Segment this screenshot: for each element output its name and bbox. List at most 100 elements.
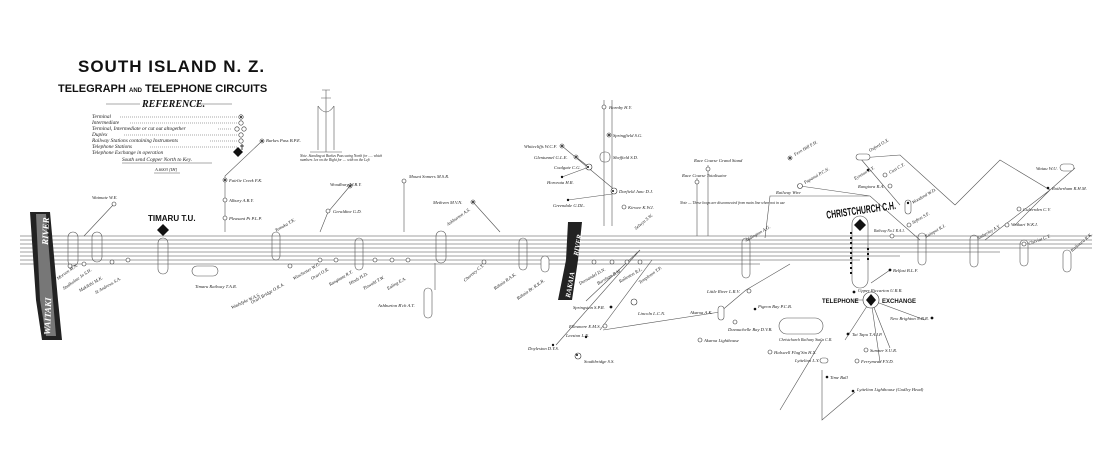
station-timaru-railway: Timaru Railway T.A.R. <box>195 284 237 289</box>
station-time-ball: Time Ball <box>825 375 848 380</box>
pole-note: Note. Standing at Burkes Pass swing Nort… <box>300 154 383 163</box>
station-orari-bridge: Orari Bridge O.R.A. <box>250 263 293 305</box>
station-label: Addington A.G. <box>743 224 771 243</box>
station-label: Rakaia R.A.K. <box>492 272 517 292</box>
railway-symbol-icon <box>238 138 244 144</box>
legend-terminal: Terminal <box>92 114 111 120</box>
cutout-symbol-icon <box>234 126 240 132</box>
station-label: Woodend W.D. <box>911 187 937 205</box>
station-label: Selwyn S.W. <box>633 212 654 230</box>
station-label: Sumner S.U.R. <box>870 348 897 353</box>
legend-railway: Railway Stations containing Instruments <box>91 138 178 144</box>
station-label: Fairlie Creek F.K. <box>228 178 262 183</box>
station-label: Geraldine G.D. <box>333 209 362 214</box>
legend-duplex: Duplex <box>91 132 108 138</box>
station-label: Cust C.T. <box>888 162 905 175</box>
station-race-course-grandstand: Race Course Grand Stand <box>693 158 743 172</box>
station-geraldine: Geraldine G.D. <box>325 208 362 214</box>
station-rakaia: Rakaia R.A.K. <box>492 272 517 292</box>
legend: Terminal Intermediate Terminal, Intermed… <box>91 114 247 174</box>
station-label: Eyreton E.Y. <box>852 165 875 181</box>
station-greendale: Greendale G.DL. <box>553 198 585 208</box>
pole-note-box: Note. Standing at Burkes Pass swing Nort… <box>300 154 383 163</box>
station-glentunnel: Glentunnel G.L.E. <box>534 154 579 160</box>
duplex-symbol-icon <box>238 132 244 138</box>
station-burkes-pass: Burkes Pass B.P.E. <box>259 138 301 144</box>
station-eyreton: Eyreton E.Y. <box>852 165 875 181</box>
station-label: Temuka T.K. <box>274 217 296 233</box>
station-label: Coalgate C.G. <box>554 165 581 170</box>
station-lincoln: Lincoln L.C.N. <box>630 298 665 316</box>
exchange-label: EXCHANGE <box>882 299 916 305</box>
station-lyttelton: Lyttelton L.Y. <box>794 357 829 364</box>
map-title: SOUTH ISLAND N. Z. <box>78 57 265 76</box>
station-springston: Springston S.P.R. <box>573 305 613 310</box>
station-cust: Cust C.T. <box>882 162 905 178</box>
station-label: Woodbury W.B.Y. <box>330 182 362 187</box>
station-label: Burkes Pass B.P.E. <box>266 138 301 143</box>
station-label: Whitecliffs W.C.F. <box>524 144 557 149</box>
station-amberley: Amberley A.Y. <box>975 224 1001 242</box>
station-fern-hill: Fern Hill F.H. <box>787 139 818 161</box>
station-ellesmere: Ellesmere E.M.S. <box>568 323 608 329</box>
station-sheffield: Sheffield S.D. <box>599 151 638 163</box>
map-subtitle-telephone: TELEPHONE CIRCUITS <box>145 83 267 95</box>
station-label: Ealing E.A. <box>385 276 407 291</box>
station-culverden: Culverden C.V. <box>1016 206 1051 212</box>
station-woodbury: Woodbury W.B.Y. <box>330 182 362 189</box>
station-railway-no1: Railway No.1 R.A.1. <box>873 229 905 239</box>
station-rotherham: Rotherham R.H.M. <box>1046 186 1087 191</box>
station-christchurch-railway: Christchurch Railway Stat'n C.R. <box>779 337 832 342</box>
station-new-brighton: New Brighton N.B.R. <box>889 316 934 321</box>
exchange-diamond-icon <box>233 147 243 157</box>
station-springfield: Springfield S.G. <box>606 132 642 138</box>
station-methven: Methven M.V.N. <box>432 199 476 205</box>
station-label: Upper Riccarton U.R.R. <box>858 288 903 293</box>
station-kaikoura: Kaikoura K.K. <box>1069 232 1094 254</box>
station-label: Darfield Junc D.J. <box>618 189 653 194</box>
legend-telephone-stations: Telephone Stations <box>92 144 132 150</box>
map-subtitle-and: AND <box>129 88 143 94</box>
station-southbridge: Southbridge S.S. <box>574 352 615 364</box>
station-woodend: Woodend W.D. <box>904 187 937 215</box>
station-rakaia-bridge: Rakaia Br. R.K.R. <box>515 278 545 301</box>
station-fairlie: Fairlie Creek F.K. <box>222 177 262 183</box>
station-papanui: Papanui P.C.N. <box>797 166 830 189</box>
legend-note: South send Copper North to Key. <box>122 157 192 163</box>
station-label: Fern Hill F.H. <box>792 139 818 157</box>
office-loops <box>67 215 1072 335</box>
station-label: Akaroa Lighthouse <box>703 338 739 343</box>
station-label: Southbridge S.S. <box>584 359 615 364</box>
station-label: Kaiapoi K.I. <box>923 223 946 239</box>
telephone-label: TELEPHONE <box>822 299 859 305</box>
timaru-label: TIMARU T.U. <box>148 214 196 223</box>
station-akaroa-lighthouse: Akaroa Lighthouse <box>697 337 739 343</box>
station-label: Rakaia Br. R.K.R. <box>515 278 545 301</box>
station-hornby: Hornby H.Y. <box>601 104 632 110</box>
waitaki-river-label: WAITAKI <box>42 297 53 335</box>
station-label: Race Course Grand Stand <box>693 158 743 163</box>
station-label: Duvauchelle Bay D.V.B. <box>727 327 772 332</box>
station-label: Tai Tapu T.A.I.P. <box>852 332 882 337</box>
station-akaroa: Akaroa A.K. <box>689 305 725 321</box>
station-label: Culverden C.V. <box>1023 207 1051 212</box>
christchurch-terminals <box>850 232 869 274</box>
station-waimate: Waimate W.E. <box>92 195 118 207</box>
station-label: Waiau W.U. <box>1036 166 1058 171</box>
station-pigeon-bay: Pigeon Bay P.C.B. <box>753 304 792 311</box>
station-label: Pigeon Bay P.C.B. <box>757 304 792 309</box>
station-label: Race Course Totalisator <box>681 173 727 178</box>
station-ealing: Ealing E.A. <box>385 257 411 291</box>
station-halswell: Halswell Flag'Stn H.X. <box>767 349 817 355</box>
station-label: Lyttelton L.Y. <box>794 358 819 363</box>
station-label: New Brighton N.B.R. <box>889 316 929 321</box>
reference-stamp: A.6003 [IH] <box>154 167 177 172</box>
station-race-course-totalisator: Race Course Totalisator <box>681 173 727 185</box>
legend-exchange: Telephone Exchange in operation <box>92 150 164 156</box>
station-label: Papanui P.C.N. <box>802 166 830 185</box>
trunk-wires <box>20 235 1092 265</box>
station-label: Little River L.R.V. <box>706 289 741 294</box>
telephone-station-icon <box>240 144 244 150</box>
station-chertsey: Chertsey C.Y. <box>462 259 487 283</box>
